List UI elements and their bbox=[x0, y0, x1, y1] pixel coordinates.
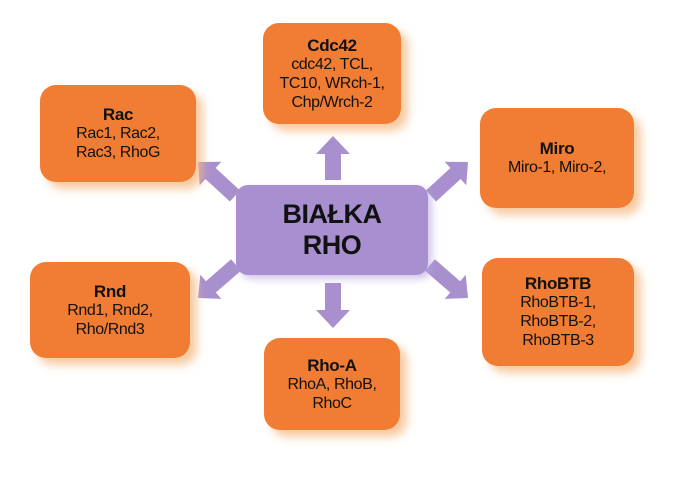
arrow-to-rhobtb bbox=[425, 259, 468, 299]
group-member-line: Rac1, Rac2, bbox=[76, 125, 160, 142]
center-title-line-1: BIAŁKA bbox=[282, 199, 383, 229]
arrow-to-cdc42 bbox=[316, 136, 350, 180]
center-box-rho-proteins: BIAŁKA RHO bbox=[236, 185, 428, 275]
group-box-rac: Rac Rac1, Rac2, Rac3, RhoG bbox=[40, 85, 196, 182]
group-member-line: cdc42, TCL, bbox=[291, 55, 373, 73]
group-box-rhobtb: RhoBTB RhoBTB-1, RhoBTB-2, RhoBTB-3 bbox=[482, 258, 634, 366]
group-box-cdc42: Cdc42 cdc42, TCL, TC10, WRch-1, Chp/Wrch… bbox=[263, 23, 401, 124]
group-title-rho-a: Rho-A bbox=[307, 355, 357, 375]
group-member-line: Rnd1, Rnd2, bbox=[67, 301, 153, 319]
group-title-miro: Miro bbox=[539, 139, 575, 158]
group-box-rnd: Rnd Rnd1, Rnd2, Rho/Rnd3 bbox=[30, 262, 190, 358]
group-member-line: RhoBTB-1, bbox=[520, 294, 596, 311]
group-member-line: Rho/Rnd3 bbox=[75, 320, 145, 338]
group-member-line: Miro-1, Miro-2, bbox=[507, 159, 606, 176]
group-member-line: RhoA, RhoB, bbox=[287, 375, 377, 393]
group-title-rnd: Rnd bbox=[93, 281, 127, 301]
group-title-rac: Rac bbox=[102, 105, 134, 124]
group-member-line: Chp/Wrch-2 bbox=[291, 93, 373, 111]
center-title-line-2: RHO bbox=[302, 230, 362, 260]
arrow-to-rho-a bbox=[316, 283, 350, 328]
group-member-line: RhoBTB-3 bbox=[522, 332, 594, 349]
group-member-line: Rac3, RhoG bbox=[75, 144, 161, 161]
group-member-line: TC10, WRch-1, bbox=[279, 74, 385, 92]
arrow-to-rnd bbox=[198, 259, 241, 299]
group-member-line: RhoC bbox=[312, 394, 352, 412]
group-box-miro: Miro Miro-1, Miro-2, bbox=[480, 108, 634, 208]
group-title-rhobtb: RhoBTB bbox=[524, 274, 592, 293]
group-box-rho-a: Rho-A RhoA, RhoB, RhoC bbox=[264, 338, 400, 430]
arrow-to-miro bbox=[425, 161, 468, 202]
group-title-cdc42: Cdc42 bbox=[307, 35, 357, 55]
arrow-to-rac bbox=[198, 161, 241, 202]
group-member-line: RhoBTB-2, bbox=[520, 313, 596, 330]
